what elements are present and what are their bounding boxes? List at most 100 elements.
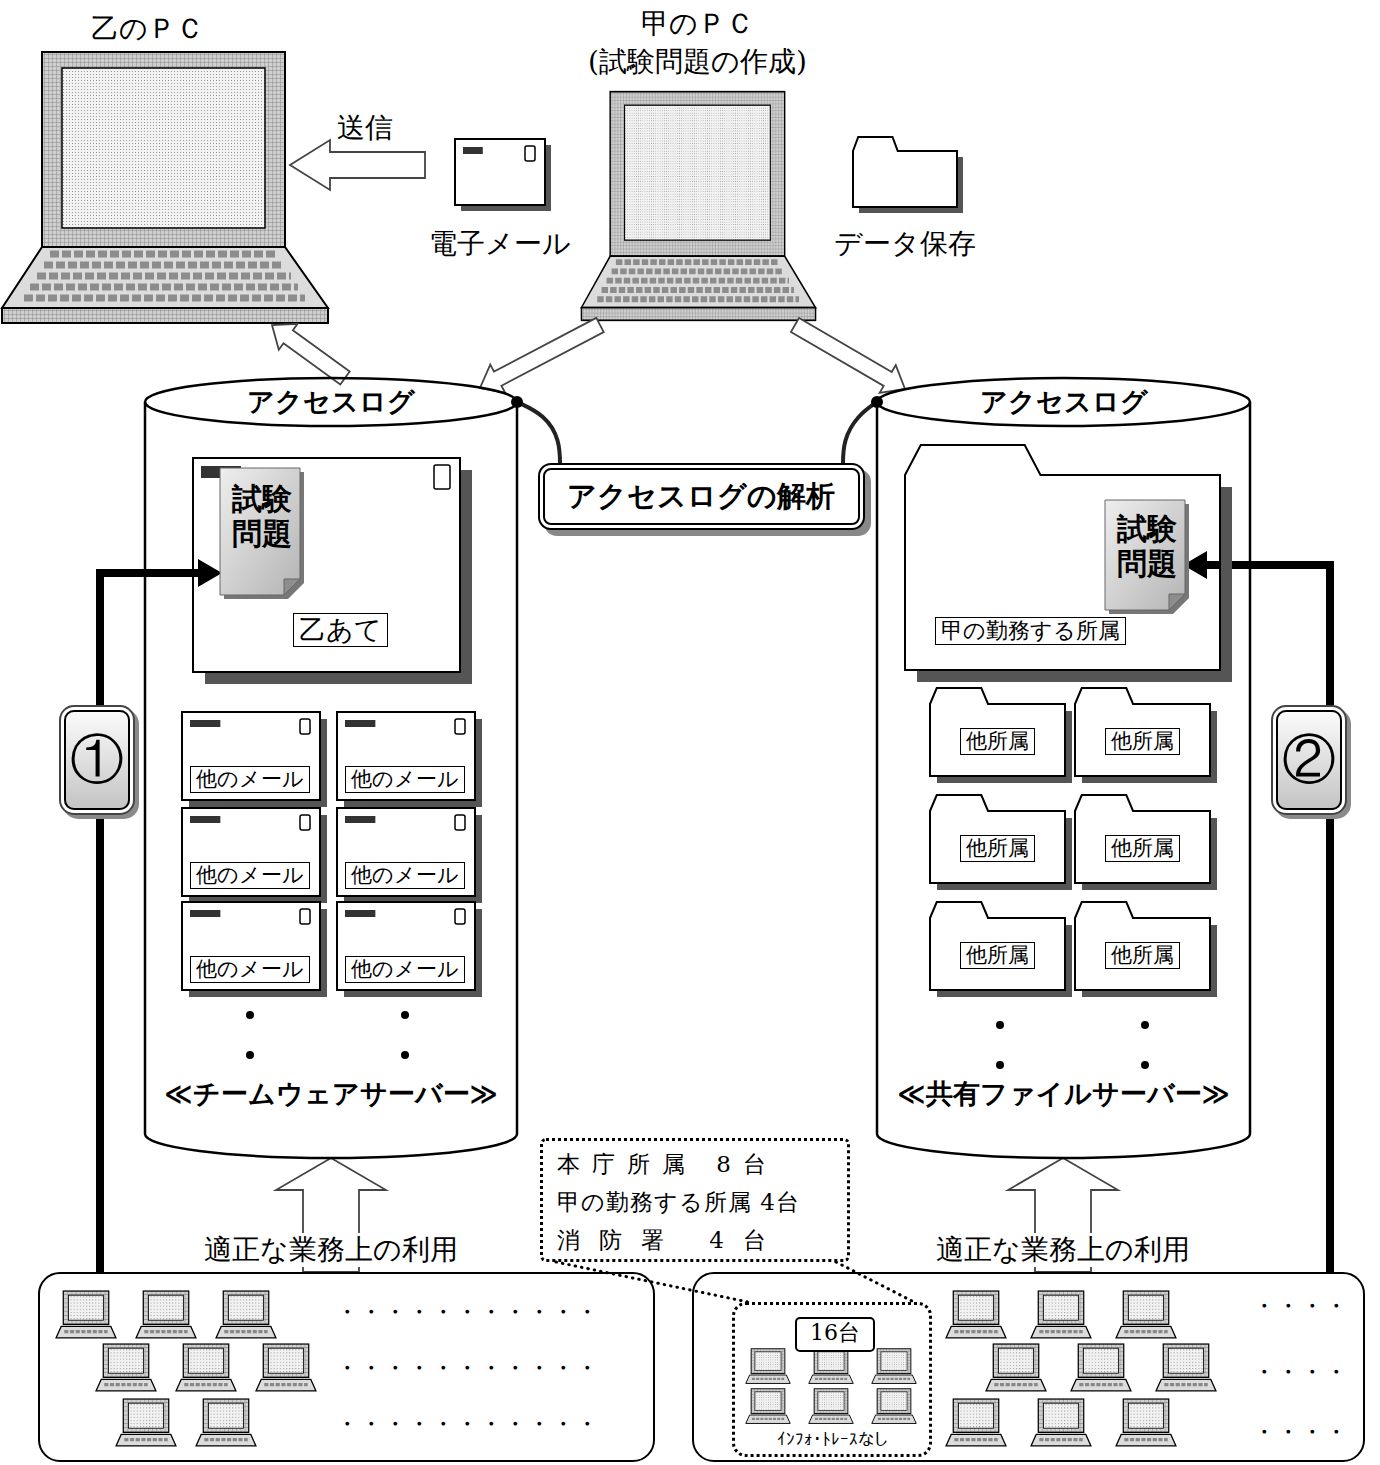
text-holder: ・・・・: [1252, 1292, 1348, 1321]
postal-mark: [463, 147, 483, 154]
note-fold: [284, 579, 300, 595]
text-holder: 16台: [797, 1320, 873, 1346]
folder-shadow: [1082, 818, 1217, 890]
pc-group-box: ・・・・・・・・・・・・ｲﾝﾌｫ・ﾄﾚｰｽなし16台: [692, 1272, 1365, 1462]
postal-mark: [190, 910, 220, 917]
log-cable: [517, 402, 560, 468]
department-folder: 他所属: [930, 902, 1065, 990]
block-arrow: [272, 324, 350, 385]
text-holder: 他所属: [930, 942, 1065, 969]
text-holder: 他所属: [1075, 942, 1210, 969]
stamp-mark: [300, 719, 310, 734]
postal-mark: [345, 910, 375, 917]
text-holder: 甲の勤務する所属: [935, 617, 1126, 645]
folder-outline: [1075, 688, 1210, 776]
text-holder: 他のメール: [345, 766, 465, 793]
text-holder: 他所属: [930, 728, 1065, 755]
server-dots: [246, 1011, 1149, 1069]
department-folder: 他所属: [930, 795, 1065, 883]
postal-mark: [190, 720, 220, 727]
text-holder: 試験問題: [232, 482, 294, 551]
node-text: 他所属: [960, 728, 1035, 755]
text-holder: 電子メール: [425, 227, 575, 261]
server-cylinder: アクセスログ≪共有ファイルサーバー≫甲の勤務する所属試験問題他所属他所属他所属他…: [877, 378, 1250, 1158]
folder-outline: [853, 137, 957, 207]
text-holder: 甲の勤務する所属 4台: [557, 1189, 800, 1217]
text-holder: 他所属: [1075, 728, 1210, 755]
postal-mark: [345, 816, 375, 823]
folder-outline: [930, 688, 1065, 776]
block-arrow: [480, 318, 604, 393]
text-holder: ・・・・・・・・・・・: [335, 1410, 599, 1439]
folder-icon: データ保存: [825, 135, 985, 270]
mail-envelope: 乙あて 試験問題: [193, 458, 460, 672]
edge-label-holder: 送信: [333, 111, 397, 145]
pc-node: 甲のＰＣ (試験問題の作成): [575, 5, 820, 325]
dotted-leader: [836, 1262, 914, 1302]
text-holder: 乙のＰＣ: [5, 12, 290, 46]
mail-envelope: 他のメール: [182, 902, 320, 990]
callout-number: ②: [1276, 710, 1342, 810]
node-text: 本庁所属 8台: [557, 1151, 778, 1179]
node-text: 試験問題: [1117, 512, 1179, 581]
node-text: (試験問題の作成): [588, 45, 807, 79]
envelope-outline: [182, 808, 320, 896]
postal-mark: [345, 720, 375, 727]
envelope-outline: [182, 712, 320, 800]
text-holder: ≪チームウェアサーバー≫: [145, 1078, 517, 1110]
envelope-outline: [455, 139, 545, 205]
node-text: ・・・・・・・・・・・: [335, 1354, 599, 1383]
cylinder-body: [877, 402, 1250, 1158]
node-text: 甲の勤務する所属: [935, 617, 1126, 645]
edge-label: 適正な業務上の利用: [932, 1233, 1194, 1267]
node-text: 他所属: [960, 835, 1035, 862]
document-note: 試験問題: [1105, 500, 1185, 610]
node-text: ・・・・・・・・・・・: [335, 1410, 599, 1439]
text-holder: 他のメール: [190, 956, 310, 983]
stamp-mark: [525, 146, 535, 161]
text-holder: 乙あて: [293, 613, 388, 647]
text-holder: 消防署 4台: [557, 1227, 785, 1255]
laptop-illustration: [581, 92, 815, 321]
node-text: 他のメール: [345, 766, 465, 793]
folder-shadow: [1082, 711, 1217, 783]
text-holder: (試験問題の作成): [555, 45, 840, 79]
node-text: 乙あて: [293, 613, 388, 647]
folder-outline: [930, 902, 1065, 990]
node-text: 他所属: [1105, 942, 1180, 969]
node-text: 他のメール: [190, 956, 310, 983]
node-text: 甲のＰＣ: [641, 7, 754, 41]
node-text: 他所属: [1105, 835, 1180, 862]
text-holder: 甲のＰＣ: [575, 7, 820, 41]
envelope-shadow: [189, 719, 327, 807]
note-sheet: [220, 468, 300, 595]
folder-outline: [1075, 795, 1210, 883]
department-folder: 他所属: [930, 688, 1065, 776]
stamp-mark: [455, 719, 465, 734]
node-text: 16台: [810, 1320, 860, 1346]
node-text: ≪共有ファイルサーバー≫: [897, 1078, 1230, 1110]
stamp-mark: [300, 909, 310, 924]
node-text: ・・・・: [1252, 1292, 1348, 1321]
envelope-outline: [337, 712, 475, 800]
text-holder: アクセスログ: [145, 386, 517, 418]
envelope-outline: [337, 808, 475, 896]
folder-outline: [1075, 902, 1210, 990]
node-text: アクセスログの解析: [567, 479, 835, 514]
text-holder: ≪共有ファイルサーバー≫: [877, 1078, 1250, 1110]
folder-shadow: [937, 925, 1072, 997]
node-text: 乙のＰＣ: [91, 12, 204, 46]
node-text: 甲の勤務する所属 4台: [557, 1189, 800, 1217]
cylinder-top: [145, 378, 517, 426]
edge-label-holder: ①: [64, 710, 130, 810]
note-fold: [1169, 594, 1185, 610]
text-holder: 他のメール: [345, 862, 465, 889]
envelope-outline: [182, 902, 320, 990]
cylinder-top: [877, 378, 1250, 426]
node-text: ・・・・: [1252, 1358, 1348, 1387]
folder-shadow: [937, 818, 1072, 890]
envelope-shadow: [344, 719, 482, 807]
node-text: 他所属: [960, 942, 1035, 969]
edge-label-holder: 適正な業務上の利用: [200, 1233, 462, 1267]
